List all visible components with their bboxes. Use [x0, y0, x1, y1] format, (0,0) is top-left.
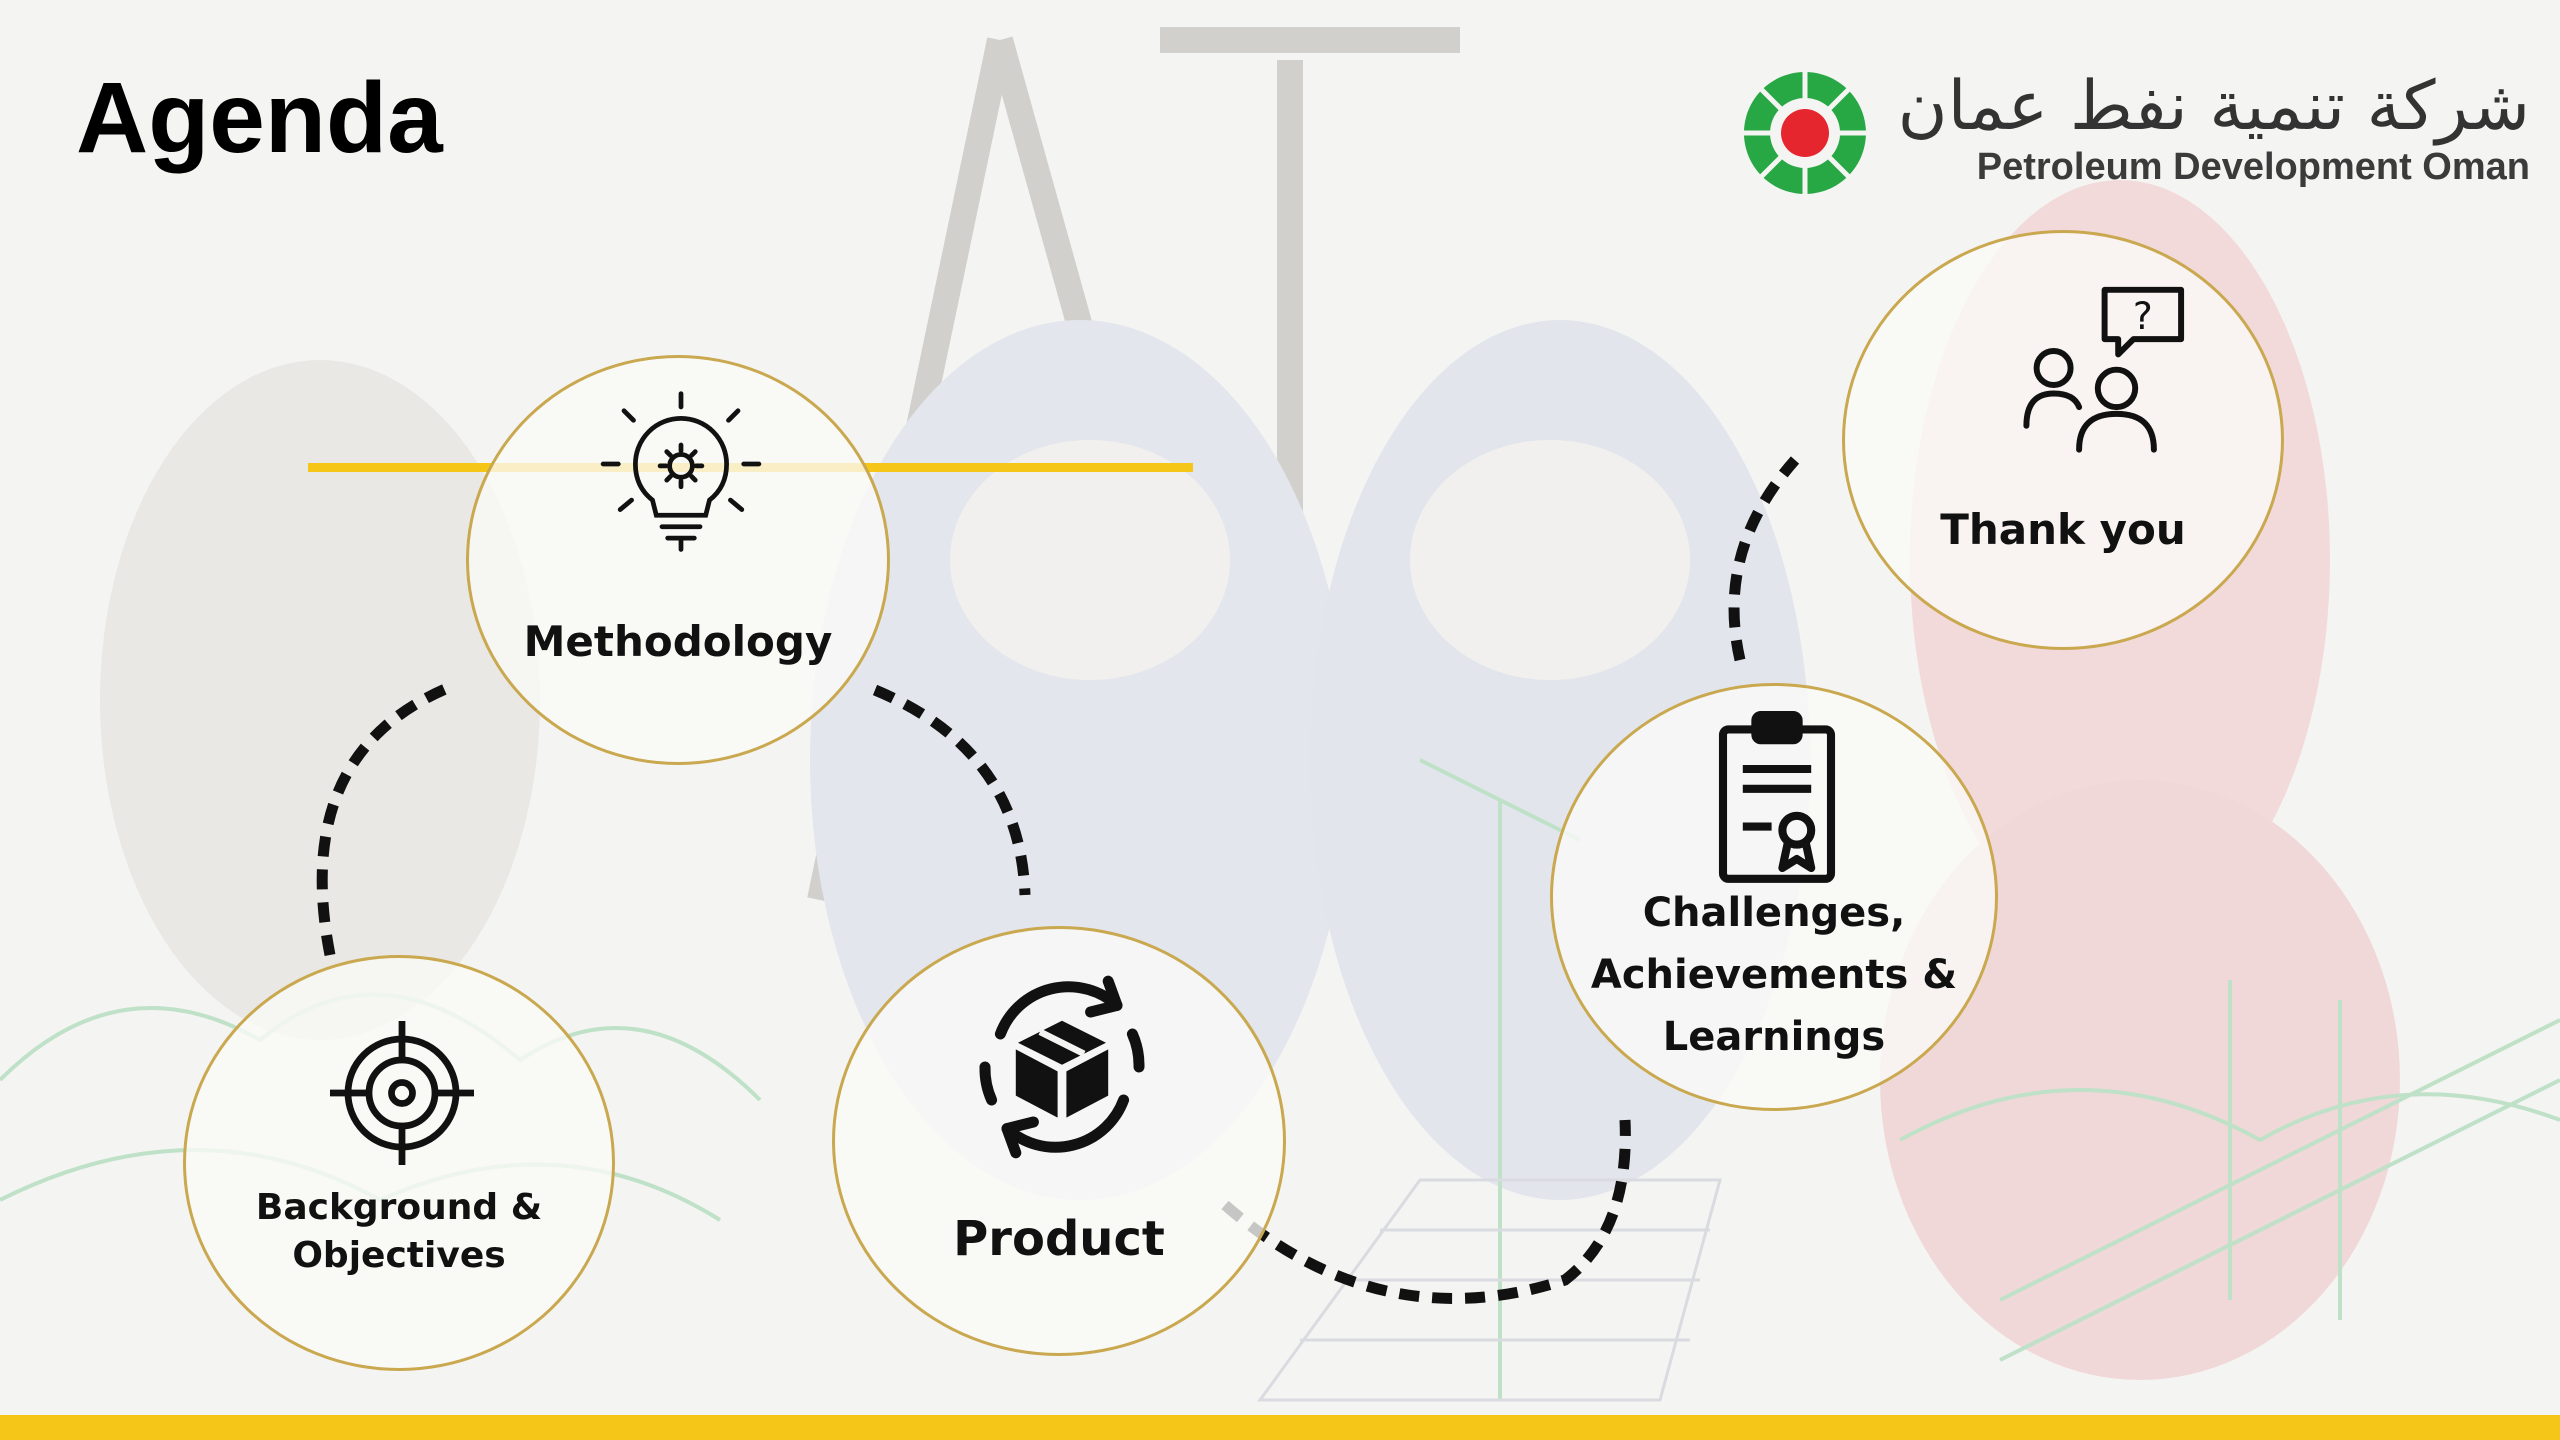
target-icon: [330, 1021, 474, 1165]
agenda-label-challenges-achievements-learnings: Challenges, Achievements & Learnings: [1590, 890, 1958, 1060]
pdo-logo-icon: [1742, 70, 1868, 196]
agenda-label-background-objectives: Background & Objectives: [255, 1187, 543, 1276]
slide-title: Agenda: [76, 62, 443, 174]
agenda-label-thank-you: Thank you: [1940, 505, 2186, 554]
clipboard-certificate-icon: [1718, 710, 1836, 883]
svg-text:?: ?: [2133, 294, 2153, 338]
people-question-icon: ?: [2023, 286, 2185, 453]
box-cycle-icon: [979, 975, 1145, 1159]
agenda-item-background-objectives[interactable]: Background & Objectives: [183, 955, 615, 1371]
footer-accent-bar: [0, 1415, 2560, 1440]
agenda-item-thank-you[interactable]: ? Thank you: [1842, 230, 2284, 650]
logo-english-text: Petroleum Development Oman: [1976, 146, 2530, 188]
agenda-label-product: Product: [953, 1211, 1165, 1267]
agenda-item-methodology[interactable]: Methodology: [466, 355, 890, 765]
agenda-label-methodology: Methodology: [523, 617, 833, 666]
company-logo: شركة تنمية نفط عمان Petroleum Developmen…: [1740, 68, 2530, 198]
solar-panel-art: [1257, 1178, 1722, 1402]
agenda-item-product[interactable]: Product: [832, 926, 1286, 1356]
agenda-item-challenges-achievements-learnings[interactable]: Challenges, Achievements & Learnings: [1550, 683, 1998, 1111]
lightbulb-gear-icon: [600, 391, 762, 552]
logo-arabic-text: شركة تنمية نفط عمان: [1897, 67, 2530, 146]
